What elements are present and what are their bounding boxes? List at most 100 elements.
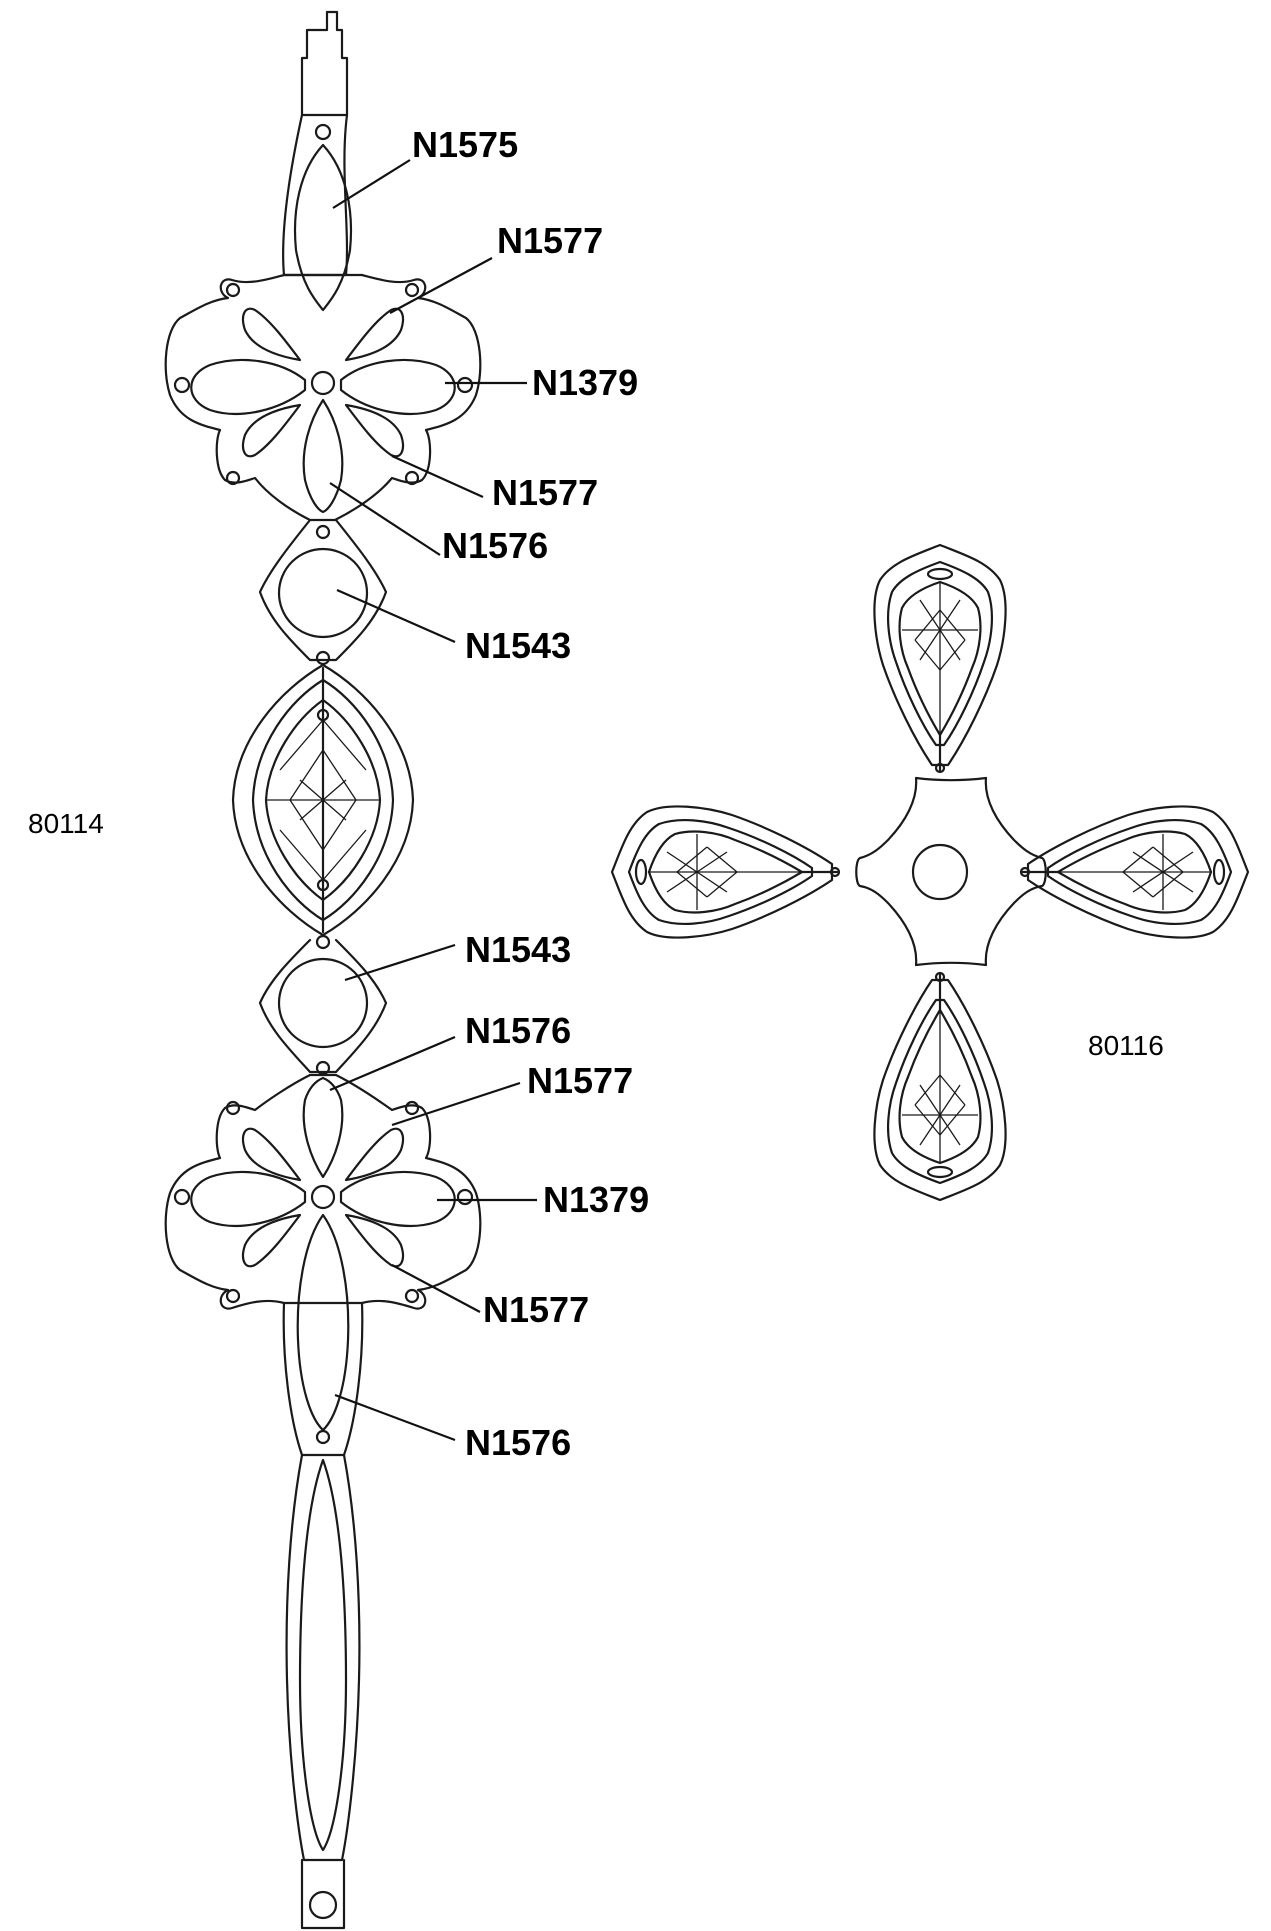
drawing-stroke bbox=[322, 719, 367, 771]
drawing-stroke bbox=[322, 799, 357, 851]
callout-label: N1577 bbox=[492, 472, 598, 513]
lower-ring-N1543 bbox=[277, 957, 369, 1049]
callout-label: N1576 bbox=[442, 525, 548, 566]
drawing-stroke bbox=[649, 834, 802, 910]
drawing-stroke bbox=[315, 650, 331, 666]
drawing-stroke bbox=[902, 1010, 978, 1163]
drawing-stroke bbox=[914, 1074, 941, 1106]
drawing-stroke bbox=[829, 866, 841, 878]
lower-petal-right-N1379 bbox=[339, 1170, 456, 1228]
pendant-left bbox=[610, 805, 841, 939]
drawing-stroke bbox=[939, 1074, 966, 1106]
drawing-stroke bbox=[1152, 846, 1184, 873]
drawing-stroke bbox=[332, 159, 411, 209]
top-tab bbox=[300, 10, 349, 117]
drawing-stroke bbox=[329, 1035, 456, 1092]
drawing-stroke bbox=[391, 454, 484, 499]
upper-left-hole bbox=[173, 376, 191, 394]
drawing-stroke bbox=[914, 639, 941, 671]
drawing-stroke bbox=[225, 1100, 241, 1116]
lower-petal-upper-right-N1577 bbox=[344, 1127, 405, 1182]
bottom-tab bbox=[300, 1858, 346, 1930]
cross-hub-hole bbox=[911, 843, 969, 901]
callout-label: N1543 bbox=[465, 625, 571, 666]
upper-petal-lower-left bbox=[241, 403, 302, 458]
bottom-loop-outer bbox=[285, 1453, 361, 1862]
drawing-stroke bbox=[315, 1429, 331, 1445]
drawing-stroke bbox=[934, 762, 946, 774]
lower-flower-center bbox=[310, 1184, 336, 1210]
lower-left-hole bbox=[173, 1188, 191, 1206]
callout-label: N1576 bbox=[465, 1010, 571, 1051]
drawing-stroke bbox=[1122, 871, 1154, 898]
callout-labels: N1575 N1577 N1379 N1577 N1576 N1543 N154… bbox=[412, 124, 649, 1463]
drawing-stroke bbox=[926, 567, 954, 581]
lower-petal-lower-right-N1577 bbox=[344, 1213, 405, 1268]
callout-label: N1543 bbox=[465, 929, 571, 970]
lower-flower-outline bbox=[164, 1073, 482, 1310]
part-number-80116: 80116 bbox=[1088, 1030, 1164, 1061]
lower-ring-frame bbox=[258, 938, 388, 1074]
pendant-top bbox=[873, 543, 1007, 774]
lower-right-hole bbox=[456, 1188, 474, 1206]
drawing-stroke bbox=[914, 609, 941, 641]
drawing-stroke bbox=[939, 1104, 966, 1136]
pendant-bottom bbox=[873, 971, 1007, 1202]
drawing-stroke bbox=[389, 257, 493, 314]
drawing-stroke bbox=[289, 799, 324, 851]
upper-right-hole bbox=[456, 376, 474, 394]
bottom-tab-hole bbox=[308, 1890, 338, 1920]
callout-label: N1577 bbox=[527, 1060, 633, 1101]
drawing-stroke bbox=[934, 971, 946, 983]
top-frame-outer bbox=[282, 113, 349, 277]
drawing-stroke bbox=[322, 829, 367, 881]
upper-petal-right-N1379 bbox=[339, 358, 456, 416]
drawing-stroke bbox=[919, 1084, 961, 1146]
drawing-stroke bbox=[322, 749, 357, 801]
drawing-stroke bbox=[1132, 851, 1194, 893]
upper-petal-upper-left bbox=[241, 307, 302, 362]
drawing-stroke bbox=[344, 943, 456, 982]
lower-petal-left-N1379 bbox=[190, 1170, 307, 1228]
drawing-stroke bbox=[225, 470, 241, 486]
upper-ring-frame bbox=[258, 518, 388, 662]
drawing-stroke bbox=[1058, 834, 1211, 910]
part-number-80114: 80114 bbox=[28, 808, 104, 839]
upper-link-hole bbox=[315, 524, 331, 540]
drawing-stroke bbox=[1212, 858, 1226, 886]
lower-petal-lower-left bbox=[241, 1213, 302, 1268]
upper-petal-left-N1379 bbox=[190, 358, 307, 416]
drawing-stroke bbox=[391, 1264, 481, 1313]
drawing-stroke bbox=[279, 719, 324, 771]
cross-hub bbox=[855, 776, 1047, 967]
bottom-loop-inner bbox=[298, 1458, 348, 1852]
drawing-stroke bbox=[1019, 866, 1031, 878]
drawing-stroke bbox=[289, 749, 324, 801]
drawing-stroke bbox=[225, 282, 241, 298]
drawing-stroke bbox=[315, 934, 331, 950]
drawing-stroke bbox=[666, 851, 728, 893]
top-hole bbox=[314, 123, 332, 141]
upper-petal-lower-right-N1577 bbox=[344, 403, 405, 458]
callout-label: N1577 bbox=[483, 1289, 589, 1330]
drawing-stroke bbox=[1152, 871, 1184, 898]
drawing-stroke bbox=[706, 871, 738, 898]
upper-flower-center bbox=[310, 370, 336, 396]
drawing-stroke bbox=[939, 609, 966, 641]
drawing-stroke bbox=[404, 1100, 420, 1116]
callout-label: N1379 bbox=[532, 362, 638, 403]
top-teardrop-N1575 bbox=[293, 143, 353, 312]
lower-teardrop-frame bbox=[282, 1301, 364, 1457]
drawing-stroke bbox=[404, 470, 420, 486]
drawing-stroke bbox=[939, 639, 966, 671]
leader-lines bbox=[329, 159, 537, 1442]
drawing-stroke bbox=[225, 1288, 241, 1304]
drawing-stroke bbox=[336, 588, 456, 644]
drawing-stroke bbox=[914, 1104, 941, 1136]
drawing-stroke bbox=[404, 1288, 420, 1304]
callout-label: N1576 bbox=[465, 1422, 571, 1463]
drawing-stroke bbox=[391, 1081, 521, 1127]
pendant-right bbox=[1019, 805, 1250, 939]
upper-ring-N1543 bbox=[277, 547, 369, 639]
